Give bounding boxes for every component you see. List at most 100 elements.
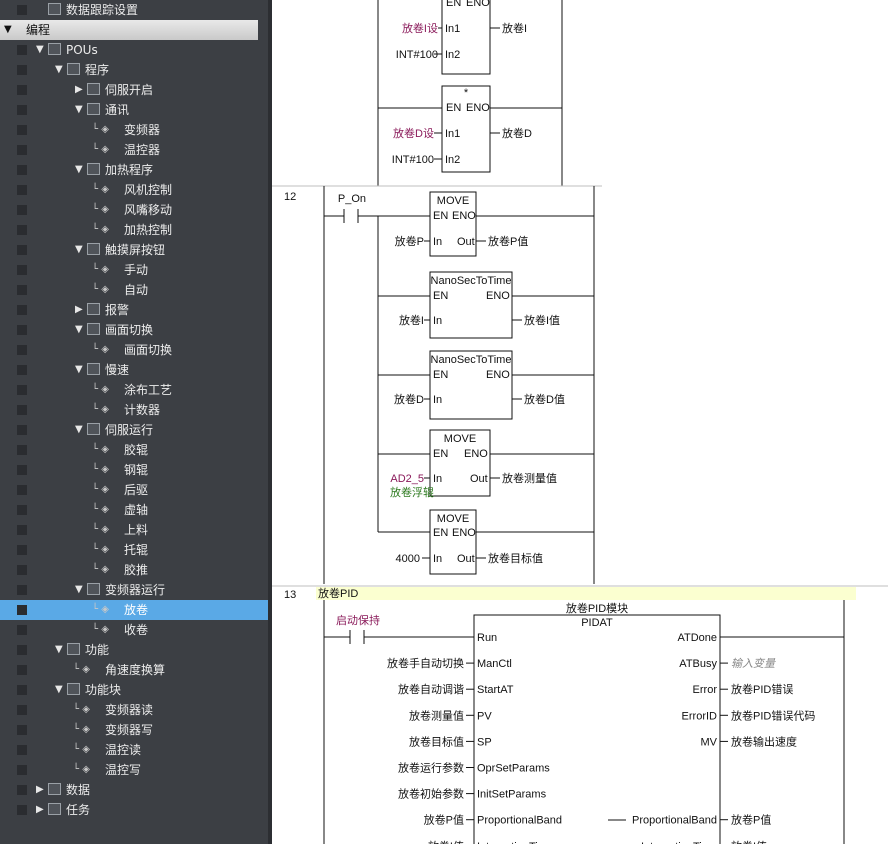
collapse-arrow-icon[interactable]: ▼ — [75, 584, 83, 595]
pid-input-variable[interactable]: 放卷目标值 — [409, 734, 464, 748]
out-variable[interactable]: 放卷D值 — [524, 392, 565, 406]
tree-item[interactable]: └ ◈温控器 — [0, 140, 268, 160]
tree-item[interactable]: └ ◈风机控制 — [0, 180, 268, 200]
tree-item[interactable]: └ ◈自动 — [0, 280, 268, 300]
rung-comment-bar[interactable] — [316, 587, 856, 600]
tree-item[interactable]: ▼功能 — [0, 640, 268, 660]
tree-item[interactable]: └ ◈涂布工艺 — [0, 380, 268, 400]
ladder-diagram[interactable]: EN ENO 放卷I设 In1 INT#100 In2 放卷I * EN ENO… — [272, 0, 888, 844]
tree-item[interactable]: └ ◈托辊 — [0, 540, 268, 560]
out-variable[interactable]: 放卷P值 — [488, 234, 528, 248]
tree-item[interactable]: └ ◈胶辊 — [0, 440, 268, 460]
out-variable[interactable]: 放卷测量值 — [502, 471, 557, 485]
expand-arrow-icon[interactable]: ▶ — [36, 804, 44, 815]
in2-variable[interactable]: INT#100 — [396, 49, 438, 61]
expand-arrow-icon[interactable]: ▶ — [36, 784, 44, 795]
pid-output-variable[interactable]: 放卷PID错误 — [731, 682, 793, 696]
collapse-arrow-icon[interactable]: ▼ — [75, 424, 83, 435]
nanosec-to-time-block-2[interactable] — [429, 350, 513, 420]
tree-item[interactable]: └ ◈虚轴 — [0, 500, 268, 520]
pid-input-variable[interactable]: 放卷测量值 — [409, 708, 464, 722]
move-block-1[interactable] — [429, 191, 477, 257]
tree-item[interactable]: └ ◈上料 — [0, 520, 268, 540]
rung-11-partial[interactable]: EN ENO 放卷I设 In1 INT#100 In2 放卷I * EN ENO… — [377, 0, 563, 186]
multiply-block-2[interactable] — [441, 85, 491, 173]
out-variable[interactable]: 放卷目标值 — [488, 551, 543, 565]
collapse-arrow-icon[interactable]: ▼ — [55, 64, 63, 75]
contact-variable[interactable]: P_On — [338, 193, 366, 205]
pid-output-variable[interactable]: 放卷PID错误代码 — [731, 708, 815, 722]
tree-item[interactable]: ▶伺服开启 — [0, 80, 268, 100]
panel-splitter[interactable] — [268, 0, 272, 844]
collapse-arrow-icon[interactable]: ▼ — [55, 644, 63, 655]
tree-item[interactable]: ▼触摸屏按钮 — [0, 240, 268, 260]
tree-item[interactable]: ▼慢速 — [0, 360, 268, 380]
tree-item[interactable]: └ ◈手动 — [0, 260, 268, 280]
collapse-arrow-icon[interactable]: ▼ — [36, 44, 44, 55]
in2-variable[interactable]: INT#100 — [392, 154, 434, 166]
tree-item[interactable]: ▼POUs — [0, 40, 268, 60]
collapse-arrow-icon[interactable]: ▼ — [75, 364, 83, 375]
collapse-arrow-icon[interactable]: ▼ — [75, 324, 83, 335]
tree-item[interactable]: ▼变频器运行 — [0, 580, 268, 600]
tree-item[interactable]: ▼编程 — [0, 20, 258, 40]
in-variable[interactable]: 放卷I — [399, 313, 424, 327]
tree-item[interactable]: └ ◈风嘴移动 — [0, 200, 268, 220]
rung-comment[interactable]: 放卷PID — [318, 586, 358, 600]
tree-item[interactable]: └ ◈计数器 — [0, 400, 268, 420]
out-variable[interactable]: 放卷D — [502, 126, 532, 140]
expand-arrow-icon[interactable]: ▶ — [75, 84, 83, 95]
move-block-3[interactable] — [429, 509, 477, 575]
in-variable[interactable]: 4000 — [396, 553, 420, 565]
tree-item[interactable]: └ ◈放卷 — [0, 600, 268, 620]
pid-input-variable[interactable]: 放卷P值 — [424, 813, 464, 827]
tree-item[interactable]: ▼加热程序 — [0, 160, 268, 180]
pid-input-variable[interactable]: 放卷运行参数 — [398, 761, 464, 775]
tree-item[interactable]: 数据跟踪设置 — [0, 0, 268, 20]
pid-output-variable[interactable]: 输入变量 — [731, 657, 776, 670]
tree-item[interactable]: └ ◈钢辊 — [0, 460, 268, 480]
in-variable[interactable]: AD2_5 — [390, 473, 424, 485]
in1-variable[interactable]: 放卷D设 — [393, 126, 434, 140]
tree-item[interactable]: ▼画面切换 — [0, 320, 268, 340]
rung-13[interactable]: 13 放卷PID 启动保持 放卷PID模块 PIDAT RunManCtl放卷手… — [284, 586, 856, 844]
tree-item[interactable]: └ ◈后驱 — [0, 480, 268, 500]
in1-variable[interactable]: 放卷I设 — [402, 21, 438, 35]
tree-item[interactable]: └ ◈画面切换 — [0, 340, 268, 360]
pidat-block[interactable] — [473, 614, 721, 844]
collapse-arrow-icon[interactable]: ▼ — [4, 24, 12, 35]
nanosec-to-time-block-1[interactable] — [429, 271, 513, 339]
pid-input-variable[interactable]: 放卷初始参数 — [398, 787, 464, 801]
pid-input-variable[interactable]: 放卷手自动切换 — [387, 656, 464, 670]
tree-item[interactable]: ▶任务 — [0, 800, 268, 820]
in-variable[interactable]: 放卷D — [394, 392, 424, 406]
tree-item[interactable]: ▼通讯 — [0, 100, 268, 120]
out-variable[interactable]: 放卷I值 — [524, 313, 560, 327]
tree-item[interactable]: └ ◈加热控制 — [0, 220, 268, 240]
multiply-block-1[interactable] — [441, 0, 491, 75]
contact-variable[interactable]: 启动保持 — [336, 613, 380, 627]
out-variable[interactable]: 放卷I — [502, 21, 527, 35]
collapse-arrow-icon[interactable]: ▼ — [75, 164, 83, 175]
tree-item[interactable]: ▶报警 — [0, 300, 268, 320]
tree-item[interactable]: ▼程序 — [0, 60, 268, 80]
tree-item[interactable]: ▶数据 — [0, 780, 268, 800]
pid-input-variable[interactable]: 放卷I值 — [428, 839, 464, 844]
collapse-arrow-icon[interactable]: ▼ — [55, 684, 63, 695]
fb-instance-name[interactable]: 放卷PID模块 — [566, 601, 628, 615]
tree-item[interactable]: └ ◈变频器读 — [0, 700, 268, 720]
collapse-arrow-icon[interactable]: ▼ — [75, 104, 83, 115]
in-variable[interactable]: 放卷P — [395, 234, 424, 248]
tree-item[interactable]: └ ◈变频器 — [0, 120, 268, 140]
move-block-2[interactable] — [429, 429, 491, 497]
tree-item[interactable]: └ ◈温控读 — [0, 740, 268, 760]
pid-output-variable[interactable]: 放卷输出速度 — [731, 734, 797, 748]
tree-item[interactable]: └ ◈胶推 — [0, 560, 268, 580]
pid-output-variable[interactable]: 放卷I值 — [731, 839, 767, 844]
expand-arrow-icon[interactable]: ▶ — [75, 304, 83, 315]
ladder-editor[interactable]: EN ENO 放卷I设 In1 INT#100 In2 放卷I * EN ENO… — [272, 0, 888, 844]
tree-item[interactable]: └ ◈温控写 — [0, 760, 268, 780]
tree-item[interactable]: └ ◈变频器写 — [0, 720, 268, 740]
pid-output-variable[interactable]: 放卷P值 — [731, 813, 771, 827]
rung-12[interactable]: 12 P_On MOVE EN ENO 放卷P In Out 放卷P值 Nano… — [284, 186, 595, 584]
